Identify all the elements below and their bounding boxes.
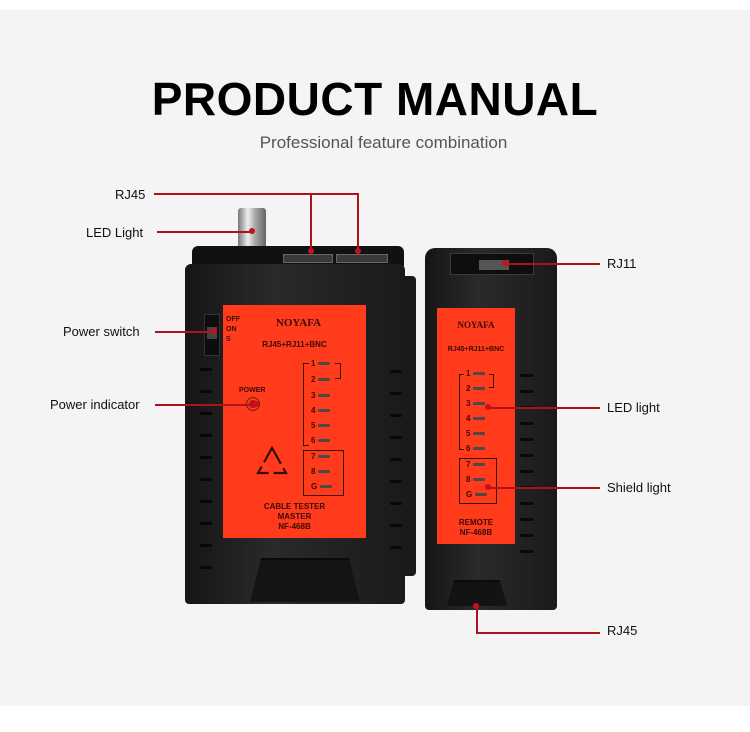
callout-led-light-line	[157, 231, 252, 233]
remote-pin-1-2-bracket	[489, 374, 494, 388]
callout-led-light: LED Light	[86, 225, 144, 240]
callout-power-indicator: Power indicator	[50, 397, 140, 412]
master-shield-box	[303, 450, 344, 496]
master-pin-6: 6	[311, 436, 331, 445]
callout-shield-light-dot	[485, 484, 491, 490]
remote-label-panel: NOYAFA RJ45+RJ11+BNC 1 2 3 4 5 6 7 8 G R…	[437, 308, 515, 544]
callout-led-light-remote: LED light	[607, 400, 660, 415]
callout-power-switch-dot	[211, 328, 217, 334]
master-pin-2: 2	[311, 375, 331, 384]
remote-pin-6: 6	[466, 444, 486, 453]
callout-led-light-remote-line	[488, 407, 600, 409]
remote-brand-logo: NOYAFA	[457, 320, 495, 330]
callout-power-indicator-dot	[253, 401, 259, 407]
callout-rj45-top: RJ45	[115, 187, 146, 202]
recycle-icon	[255, 445, 289, 482]
callout-rj45-top-line	[154, 193, 358, 195]
callout-led-light-remote-dot	[485, 404, 491, 410]
master-pin-bracket	[303, 363, 309, 446]
remote-rj45-port	[447, 580, 507, 606]
callout-rj11-dot	[502, 260, 508, 266]
master-brand-logo: NOYAFA	[275, 317, 322, 329]
master-pin-1: 1	[311, 359, 331, 368]
callout-shield-light: Shield light	[607, 480, 671, 495]
remote-model-number: NF-468B	[459, 528, 493, 537]
callout-power-indicator-line	[155, 404, 255, 406]
master-pin-5: 5	[311, 421, 331, 430]
page-subtitle: Professional feature combination	[259, 133, 508, 152]
master-pin-g: G	[311, 482, 333, 491]
master-pin-1-2-bracket	[335, 363, 341, 379]
callout-rj45-bottom-dot	[473, 603, 479, 609]
remote-pin-8: 8	[466, 475, 486, 484]
callout-power-switch-line	[155, 331, 213, 333]
callout-rj45-top-drop-1	[310, 193, 312, 251]
callout-led-light-dot	[249, 228, 255, 234]
remote-pin-bracket	[459, 374, 464, 450]
power-switch[interactable]	[204, 314, 220, 356]
callout-rj11-line	[505, 263, 600, 265]
battery-cover	[250, 558, 360, 602]
remote-connectors-label: RJ45+RJ11+BNC	[447, 346, 505, 353]
callout-rj45-dot-1	[307, 248, 314, 254]
remote-pin-g: G	[466, 490, 488, 499]
master-pin-7: 7	[311, 452, 331, 461]
callout-power-switch: Power switch	[63, 324, 140, 339]
remote-pin-4: 4	[466, 414, 486, 423]
remote-unit-label: REMOTE	[458, 518, 494, 527]
master-pin-4: 4	[311, 406, 331, 415]
master-label-panel: NOYAFA RJ45+RJ11+BNC OFF ON S POWER 1 2 …	[223, 305, 366, 538]
callout-rj11: RJ11	[607, 256, 637, 271]
power-label: POWER	[239, 387, 266, 394]
remote-shield-box	[459, 458, 497, 504]
master-unit-label: MASTER	[277, 512, 312, 521]
callout-shield-light-line	[488, 487, 600, 489]
rj45-port-1	[283, 254, 333, 263]
callout-rj45-top-drop-2	[357, 193, 359, 251]
remote-pin-7: 7	[466, 460, 486, 469]
remote-pin-5: 5	[466, 429, 486, 438]
remote-pin-1: 1	[466, 369, 486, 378]
callout-rj45-bottom: RJ45	[607, 623, 638, 638]
callout-rj45-dot-2	[354, 248, 361, 254]
callout-rj45-bottom-drop	[476, 606, 478, 633]
master-pin-3: 3	[311, 391, 331, 400]
master-product-type: CABLE TESTER	[263, 502, 326, 511]
switch-positions: OFF ON S	[226, 316, 240, 343]
remote-pin-3: 3	[466, 399, 486, 408]
rj45-port-2	[336, 254, 388, 263]
page-title: PRODUCT MANUAL	[151, 73, 599, 125]
master-side-clip	[402, 276, 416, 576]
remote-pin-2: 2	[466, 384, 486, 393]
master-connectors-label: RJ45+RJ11+BNC	[262, 340, 327, 349]
callout-rj45-bottom-line	[476, 632, 600, 634]
master-model-number: NF-468B	[278, 522, 311, 531]
master-pin-8: 8	[311, 467, 331, 476]
